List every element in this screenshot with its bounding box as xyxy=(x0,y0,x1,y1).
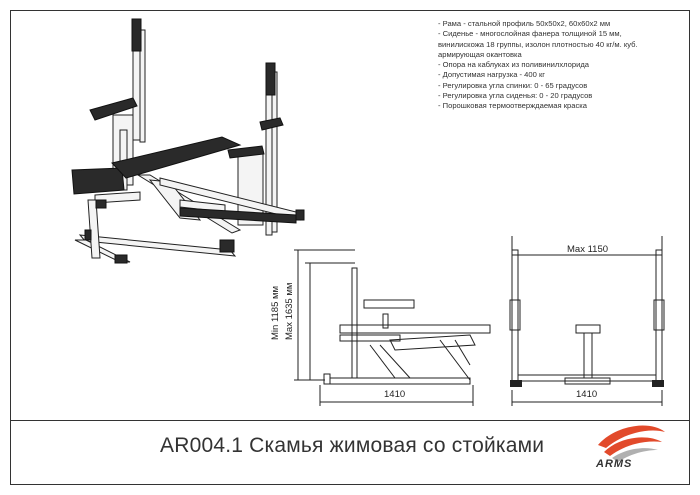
spec-item: - Регулировка угла спинки: 0 - 65 градус… xyxy=(438,80,588,90)
title-divider xyxy=(10,420,690,421)
arms-logo-text: ARMS xyxy=(596,458,633,470)
drawing-frame xyxy=(10,10,690,485)
min-height-label: Min 1185 мм xyxy=(270,285,281,340)
spec-item: - Порошковая термоотверждаемая краска xyxy=(438,101,587,111)
max-width-label: Max 1150 xyxy=(567,244,609,255)
spec-item: - Опора на каблуках из поливинилхлорида xyxy=(438,60,590,70)
spec-item: - Допустимая нагрузка - 400 кг xyxy=(438,70,546,80)
max-height-label: Max 1635 мм xyxy=(284,282,295,340)
spec-list: - Рама - стальной профиль 50х50х2, 60х60… xyxy=(438,19,683,112)
product-title: AR004.1 Скамья жимовая со стойками xyxy=(160,434,545,457)
front-length-label: 1410 xyxy=(576,389,598,400)
side-length-label: 1410 xyxy=(384,389,406,400)
spec-item: армирующая окантовка xyxy=(438,49,522,59)
arms-swoosh-logo-icon xyxy=(598,425,665,462)
spec-item: - Сиденье - многослойная фанера толщиной… xyxy=(438,29,622,39)
spec-item: - Регулировка угла сиденья: 0 - 20 граду… xyxy=(438,91,593,101)
spec-item: винилискожа 18 группы, изолон плотностью… xyxy=(438,39,638,49)
spec-item: - Рама - стальной профиль 50х50х2, 60х60… xyxy=(438,19,611,28)
